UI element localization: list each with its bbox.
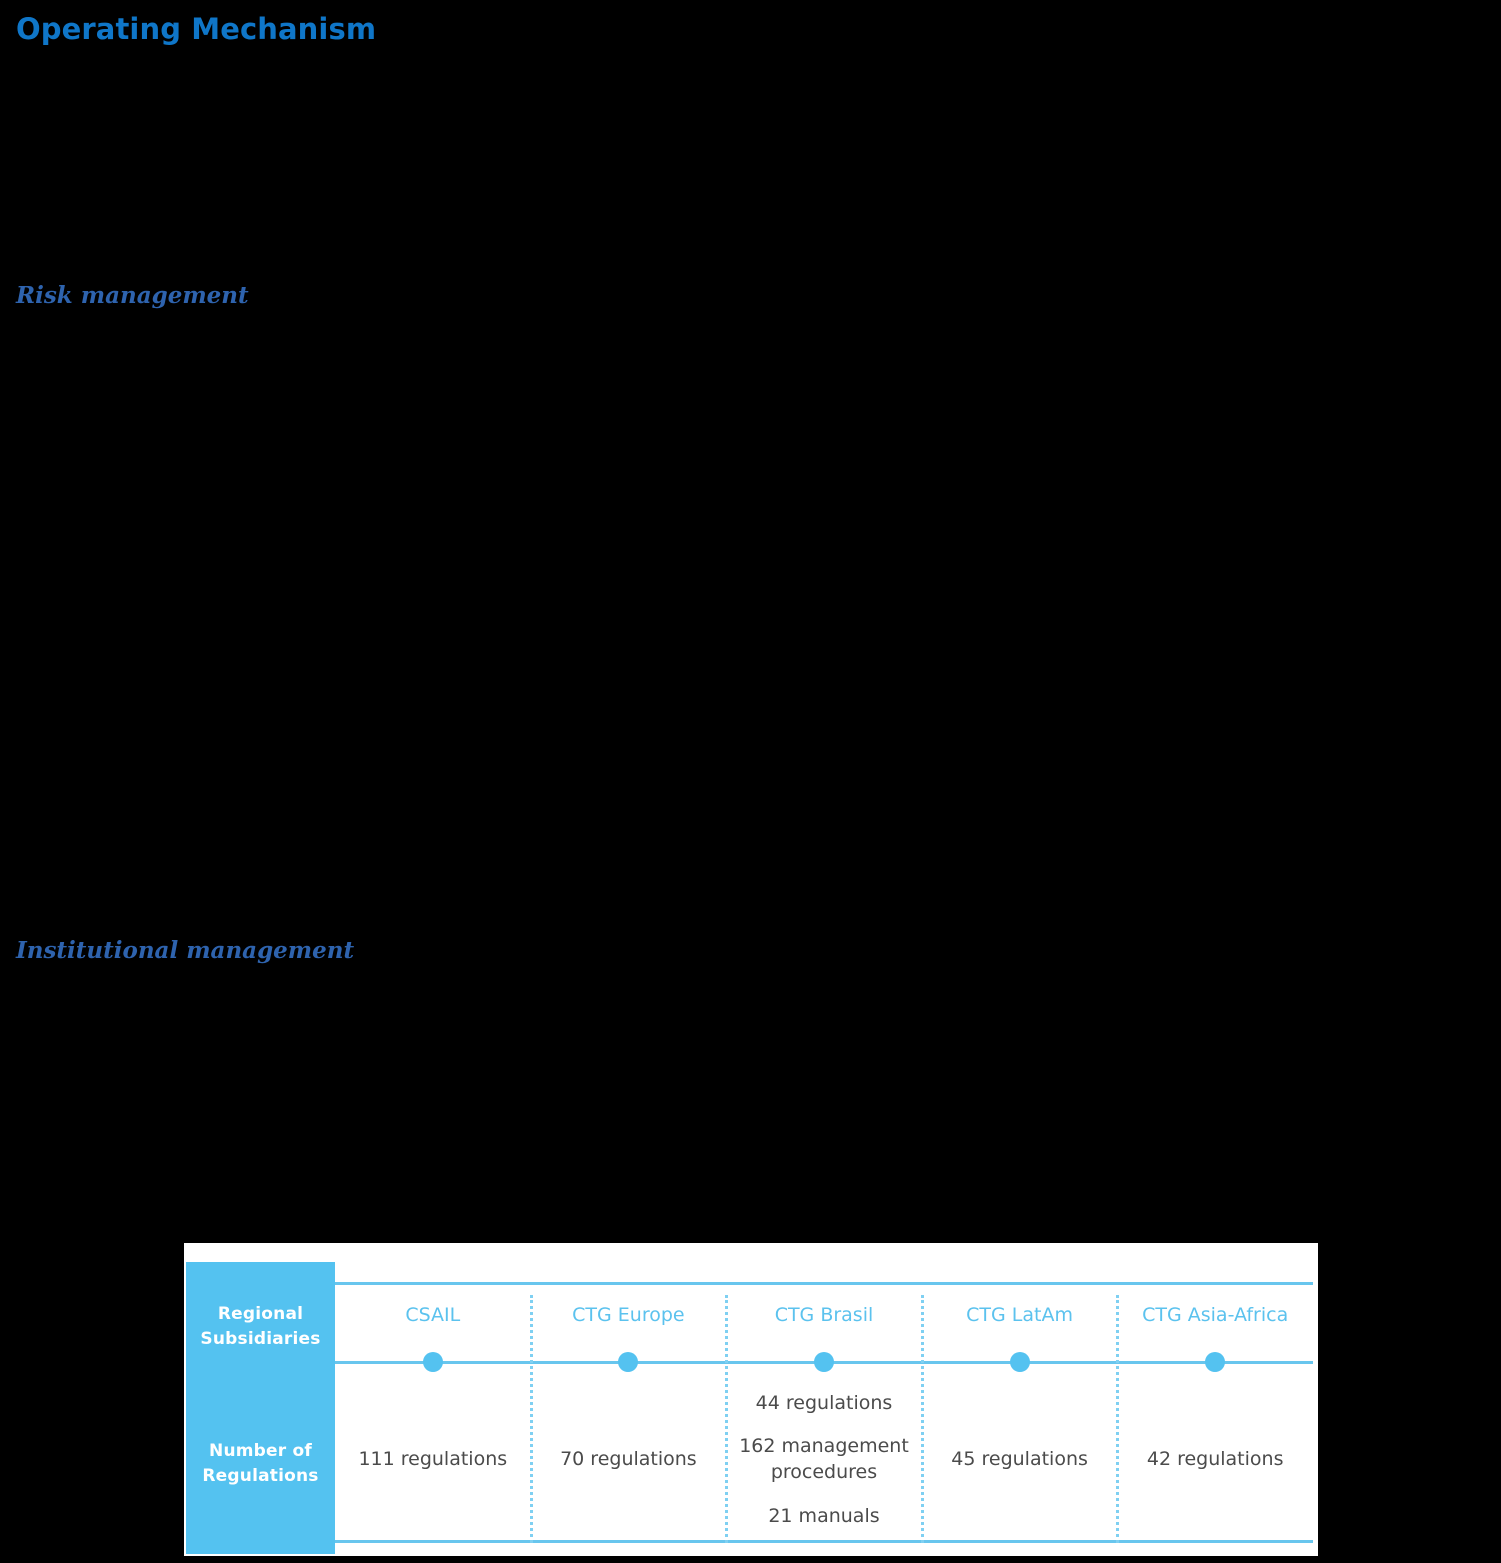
table-column-ctg-europe: CTG Europe 70 regulations	[529, 1262, 727, 1554]
column-header-ctg-asia-africa: CTG Asia-Africa	[1142, 1304, 1289, 1326]
timeline-dot-icon-ctg-asia-africa	[1205, 1352, 1226, 1372]
column-body-ctg-brasil: 44 regulations 162 management procedures…	[726, 1380, 922, 1540]
table-cell-value: 45 regulations	[951, 1448, 1088, 1471]
table-column-ctg-latam: CTG LatAm 45 regulations	[920, 1262, 1118, 1554]
column-header-csail: CSAIL	[405, 1304, 461, 1326]
table-columns: CSAIL 111 regulations CTG Europe 70 regu…	[335, 1262, 1313, 1554]
row-label-number-of-regulations-line2: Regulations	[202, 1465, 319, 1486]
column-body-ctg-asia-africa: 42 regulations	[1117, 1380, 1313, 1540]
table-cell-value: 44 regulations	[755, 1391, 893, 1414]
table-cell-value: 42 regulations	[1146, 1448, 1284, 1471]
timeline-dot-icon-ctg-europe	[618, 1352, 639, 1372]
column-header-ctg-latam: CTG LatAm	[966, 1304, 1073, 1326]
column-body-csail: 111 regulations	[335, 1380, 531, 1540]
table-column-ctg-brasil: CTG Brasil 44 regulations 162 management…	[725, 1262, 922, 1554]
regulations-table: Regional Subsidiaries Number of Regulati…	[184, 1243, 1318, 1556]
row-label-regional-subsidiaries-line2: Subsidiaries	[200, 1328, 321, 1349]
timeline-dot-icon-csail	[422, 1352, 443, 1372]
column-header-ctg-europe: CTG Europe	[572, 1304, 685, 1326]
table-column-ctg-asia-africa: CTG Asia-Africa 42 regulations	[1116, 1262, 1313, 1554]
table-cell-value: 21 manuals	[768, 1504, 880, 1527]
table-rule-top	[335, 1282, 1313, 1285]
row-label-number-of-regulations-line1: Number of	[209, 1441, 312, 1461]
section-heading-institutional-management: Institutional management	[16, 937, 355, 964]
timeline-dot-icon-ctg-latam	[1009, 1352, 1030, 1372]
table-rule-bottom	[335, 1540, 1313, 1543]
row-label-number-of-regulations: Number of Regulations	[186, 1439, 335, 1488]
table-cell-value: 162 management procedures	[739, 1435, 909, 1483]
row-label-regional-subsidiaries: Regional Subsidiaries	[186, 1302, 335, 1351]
column-header-ctg-brasil: CTG Brasil	[774, 1304, 874, 1326]
page-title: Operating Mechanism	[16, 12, 377, 46]
column-body-ctg-europe: 70 regulations	[531, 1380, 727, 1540]
table-cell-value: 111 regulations	[358, 1448, 508, 1471]
table-column-csail: CSAIL 111 regulations	[335, 1262, 531, 1554]
timeline-dot-icon-ctg-brasil	[813, 1352, 834, 1372]
table-cell-value: 70 regulations	[560, 1448, 697, 1471]
column-body-ctg-latam: 45 regulations	[922, 1380, 1118, 1540]
row-label-regional-subsidiaries-line1: Regional	[217, 1304, 304, 1324]
table-row-label-column: Regional Subsidiaries Number of Regulati…	[186, 1262, 335, 1554]
section-heading-risk-management: Risk management	[16, 282, 249, 309]
